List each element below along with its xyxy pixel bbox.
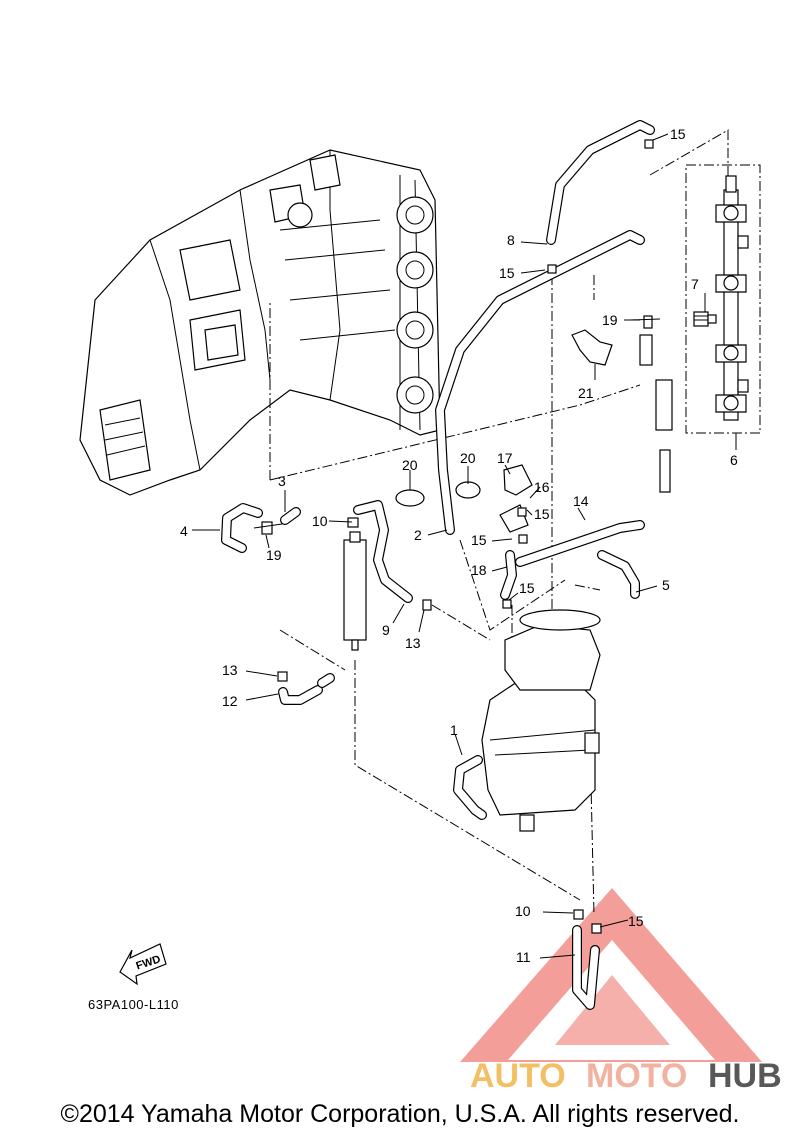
callout-numbers: 15 8 15 7 19 21 6 20 20 17 3 16 14 15 10… xyxy=(180,126,738,965)
fuel-filter xyxy=(639,315,673,493)
callout-20-right: 20 xyxy=(460,450,476,466)
callout-12: 12 xyxy=(222,693,238,709)
callout-10-lower: 10 xyxy=(515,903,531,919)
callout-13-right: 13 xyxy=(405,635,421,651)
vapor-separator-assembly xyxy=(343,517,367,651)
callout-15-lower: 15 xyxy=(519,580,535,596)
part-20-clamps xyxy=(395,481,481,507)
watermark-wordmark: AUTO MOTO HUB xyxy=(470,1057,782,1095)
watermark-triangle-core xyxy=(555,975,670,1045)
watermark-logo xyxy=(460,888,762,1062)
callout-4: 4 xyxy=(180,523,188,539)
callout-20-left: 20 xyxy=(402,457,418,473)
small-fittings xyxy=(253,139,661,934)
leader-lines xyxy=(192,133,737,959)
callout-15-top: 15 xyxy=(670,126,686,142)
callout-16: 16 xyxy=(534,479,550,495)
callout-11: 11 xyxy=(516,949,531,965)
copyright-notice: ©2014 Yamaha Motor Corporation, U.S.A. A… xyxy=(60,1100,740,1128)
callout-7: 7 xyxy=(691,276,699,292)
callout-14: 14 xyxy=(573,493,589,509)
fuel-tank xyxy=(481,609,601,832)
watermark-hub: HUB xyxy=(708,1057,782,1095)
watermark-moto: MOTO xyxy=(586,1057,687,1095)
part-7-fitting xyxy=(693,311,717,327)
part-16-17 xyxy=(499,464,533,533)
callout-17: 17 xyxy=(497,450,513,466)
callout-19-upper: 19 xyxy=(602,312,618,328)
part-21-clip xyxy=(571,329,613,366)
callout-3: 3 xyxy=(278,473,286,489)
callout-15-mid: 15 xyxy=(534,506,550,522)
fwd-arrow-icon: FWD xyxy=(119,943,167,986)
callout-15-upper: 15 xyxy=(499,265,515,281)
callout-21: 21 xyxy=(578,385,594,401)
callout-10-upper: 10 xyxy=(312,513,328,529)
engine-block xyxy=(79,149,441,496)
callout-19-lower: 19 xyxy=(266,547,282,563)
callout-15-left: 15 xyxy=(471,532,487,548)
callout-2: 2 xyxy=(414,527,422,543)
callout-9: 9 xyxy=(382,622,390,638)
hoses xyxy=(221,120,655,1010)
callout-13-left: 13 xyxy=(222,662,238,678)
callout-1: 1 xyxy=(450,722,458,738)
watermark-auto: AUTO xyxy=(470,1057,566,1095)
callout-8: 8 xyxy=(507,232,515,248)
callout-5: 5 xyxy=(662,577,670,593)
callout-18: 18 xyxy=(471,562,487,578)
fuel-rail-assembly xyxy=(685,164,761,434)
callout-15-bottom: 15 xyxy=(628,913,644,929)
drawing-code: 63PA100-L110 xyxy=(88,997,179,1012)
callout-6: 6 xyxy=(730,452,738,468)
reference-lines xyxy=(269,129,729,916)
watermark-triangle-inner xyxy=(508,940,715,1060)
